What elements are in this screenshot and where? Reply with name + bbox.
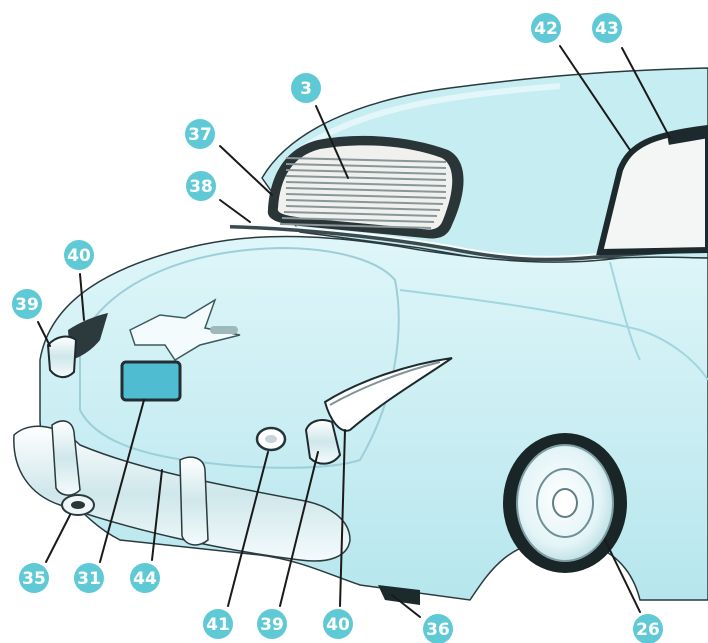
callout-right-tail-lamp-number: 39 [260, 615, 284, 635]
callout-mud-flap: 36 [423, 614, 453, 643]
callout-door-frame-number: 42 [534, 19, 558, 39]
callout-bumper: 44 [130, 563, 160, 593]
callout-exhaust-leader [46, 515, 70, 562]
callout-belt-molding: 38 [186, 171, 216, 201]
callout-left-tail-lamp: 39 [12, 289, 42, 319]
callout-exhaust-number: 35 [22, 569, 46, 589]
callout-rear-window-frame: 37 [185, 119, 215, 149]
bumper-guard-right [180, 457, 208, 545]
callout-fuel-cap: 41 [203, 609, 233, 639]
callout-rear-window: 3 [291, 73, 321, 103]
callout-door-frame: 42 [531, 13, 561, 43]
callout-belt-molding-number: 38 [189, 177, 213, 197]
callout-right-tail-fin: 40 [323, 609, 353, 639]
callout-belt-molding-leader [220, 200, 250, 222]
callout-fuel-cap-number: 41 [206, 615, 230, 635]
trunk-handle [210, 326, 238, 334]
callout-hubcap-number: 26 [636, 620, 660, 640]
door-frame-pillar [668, 133, 708, 140]
callout-left-tail-lamp-number: 39 [15, 295, 39, 315]
callout-drip-molding: 43 [592, 13, 622, 43]
callout-left-tail-fin-number: 40 [67, 246, 91, 266]
callout-hubcap: 26 [633, 614, 663, 643]
callout-rear-window-frame-number: 37 [188, 125, 212, 145]
callout-bumper-number: 44 [133, 569, 157, 589]
callout-license-plate-number: 31 [77, 569, 101, 589]
callout-exhaust: 35 [19, 563, 49, 593]
callout-mud-flap-number: 36 [426, 620, 450, 640]
callout-left-tail-fin: 40 [64, 240, 94, 270]
callout-license-plate: 31 [74, 563, 104, 593]
callout-rear-window-frame-leader [220, 146, 272, 195]
left-tail-lamp [48, 337, 76, 378]
callout-right-tail-fin-number: 40 [326, 615, 350, 635]
callout-drip-molding-number: 43 [595, 19, 619, 39]
license-plate [122, 362, 180, 400]
callout-rear-window-number: 3 [300, 79, 312, 99]
callout-right-tail-lamp: 39 [257, 609, 287, 639]
